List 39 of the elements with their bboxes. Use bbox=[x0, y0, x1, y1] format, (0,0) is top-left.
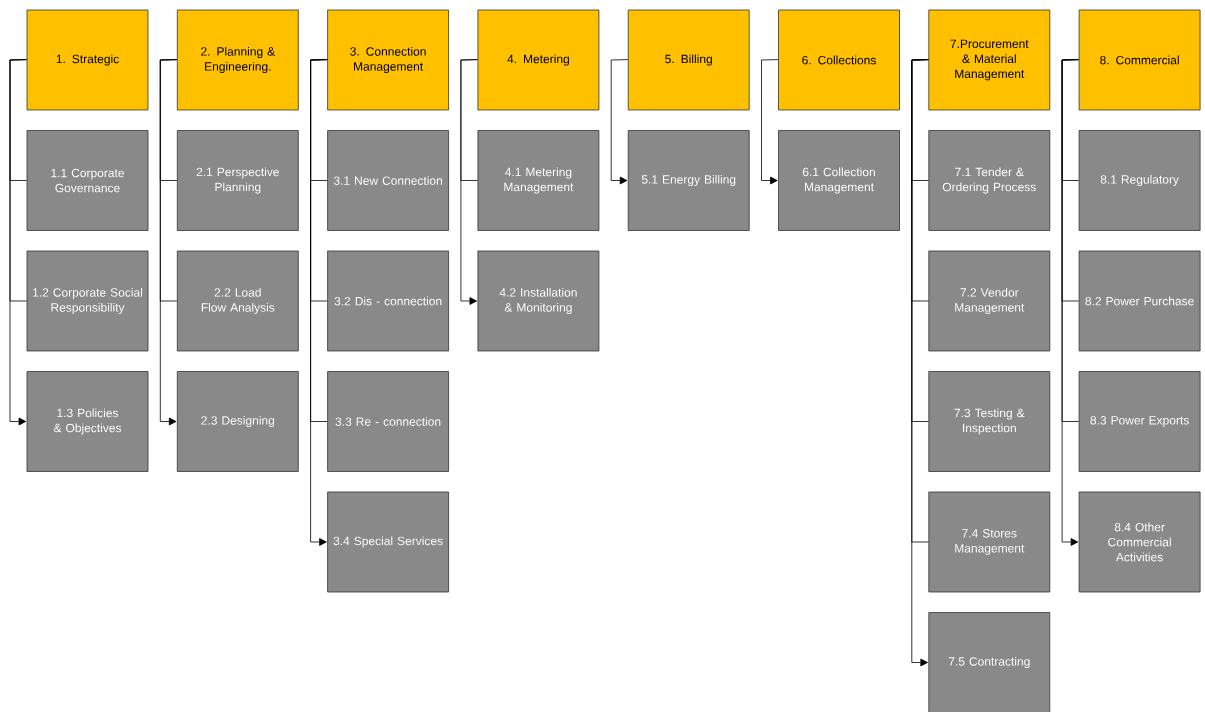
function-box: 1.3 Policies & Objectives bbox=[26, 371, 149, 472]
category-box: 1. Strategic bbox=[26, 9, 149, 111]
function-box: 3.3 Re - connection bbox=[327, 371, 449, 472]
function-box: 7.1 Tender & Ordering Process bbox=[928, 130, 1051, 231]
category-box: 8. Commercial bbox=[1078, 9, 1201, 111]
connector bbox=[9, 59, 27, 426]
connector bbox=[1061, 59, 1080, 546]
function-box: 7.2 Vendor Management bbox=[928, 250, 1051, 352]
function-box: 4.2 Installation & Monitoring bbox=[477, 250, 600, 352]
function-box: 8.3 Power Exports bbox=[1078, 371, 1201, 472]
function-box: 8.1 Regulatory bbox=[1078, 130, 1201, 231]
category-box: 4. Metering bbox=[477, 9, 600, 111]
function-box: 2.1 Perspective Planning bbox=[176, 130, 299, 231]
function-box: 6.1 Collection Management bbox=[778, 130, 900, 231]
function-box: 1.2 Corporate Social Responsibility bbox=[26, 250, 149, 352]
function-box: 3.4 Special Services bbox=[327, 491, 449, 593]
function-box: 8.2 Power Purchase bbox=[1078, 250, 1201, 352]
category-box: 5. Billing bbox=[627, 9, 750, 111]
connector bbox=[310, 59, 328, 546]
connector bbox=[460, 59, 478, 305]
function-box: 7.3 Testing & Inspection bbox=[928, 371, 1051, 472]
function-box: 7.5 Contracting bbox=[928, 612, 1051, 712]
function-box: 2.3 Designing bbox=[176, 371, 299, 472]
category-box: 7.Procurement & Material Management bbox=[928, 9, 1051, 111]
category-box: 2. Planning & Engineering. bbox=[176, 9, 299, 111]
function-box: 4.1 Metering Management bbox=[477, 130, 600, 231]
function-box: 1.1 Corporate Governance bbox=[26, 130, 149, 231]
function-box: 8.4 Other Commercial Activities bbox=[1078, 491, 1201, 593]
function-box: 7.4 Stores Management bbox=[928, 491, 1051, 593]
connector bbox=[610, 59, 629, 185]
category-box: 6. Collections bbox=[778, 9, 900, 111]
function-box: 3.2 Dis - connection bbox=[327, 250, 449, 352]
function-box: 5.1 Energy Billing bbox=[627, 130, 750, 231]
category-box: 3. Connection Management bbox=[327, 9, 449, 111]
connector bbox=[911, 59, 929, 667]
function-box: 3.1 New Connection bbox=[327, 130, 449, 231]
function-box: 2.2 Load Flow Analysis bbox=[176, 250, 299, 352]
connector bbox=[761, 59, 779, 185]
connector bbox=[159, 59, 178, 426]
